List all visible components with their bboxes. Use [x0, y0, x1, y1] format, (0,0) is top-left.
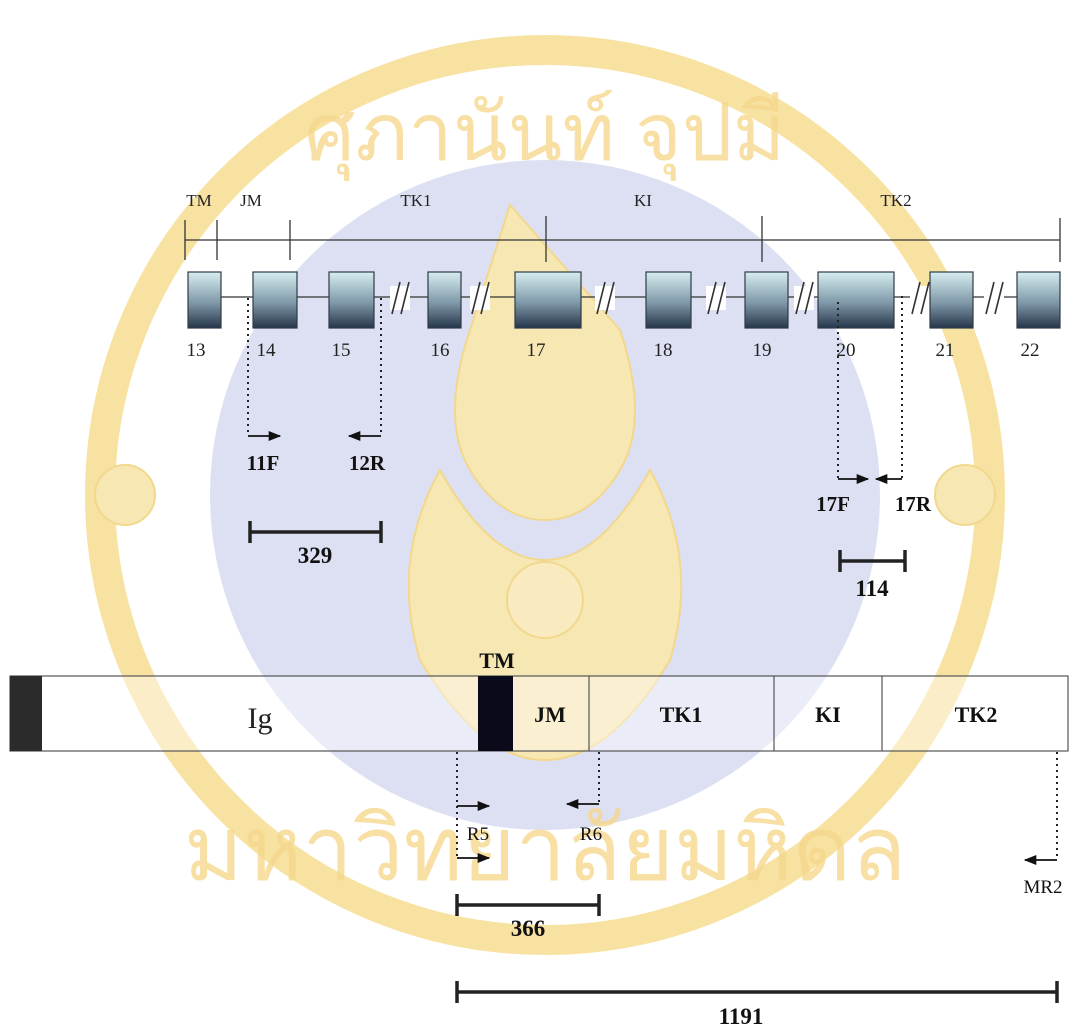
- exon-number: 20: [837, 340, 856, 361]
- primer-label-r5: R5: [467, 824, 489, 845]
- tm-block: [478, 676, 513, 751]
- product-bar-1191: [457, 981, 1057, 1003]
- protein-domain-tk1: TK1: [660, 702, 703, 727]
- protein-domain-ki: KI: [815, 702, 841, 727]
- gene-domain-label-tm: TM: [186, 191, 212, 210]
- exon-18: [646, 272, 691, 328]
- primer-label-12r: 12R: [349, 451, 386, 475]
- exon-number: 22: [1021, 340, 1040, 361]
- signal-peptide-block: [10, 676, 42, 751]
- product-size-329: 329: [298, 543, 333, 568]
- exon-15: [329, 272, 374, 328]
- product-size-114: 114: [855, 576, 889, 601]
- exon-19: [745, 272, 788, 328]
- exon-number: 15: [332, 340, 351, 361]
- gene-domain-label-tk1: TK1: [400, 191, 431, 210]
- protein-domain-tm: TM: [479, 648, 515, 673]
- primer-label-17f: 17F: [816, 492, 850, 516]
- exon-14: [253, 272, 297, 328]
- exon-number: 19: [753, 340, 772, 361]
- watermark-seal: ศุภานันท์ จุปมี มหาวิทยาลัยมหิดล: [95, 50, 995, 940]
- watermark-text-bottom: มหาวิทยาลัยมหิดล: [184, 801, 906, 900]
- protein-domain-jm: JM: [534, 702, 566, 727]
- exon-number: 18: [654, 340, 673, 361]
- gene-domain-label-tk2: TK2: [880, 191, 911, 210]
- exon-20: [818, 272, 894, 328]
- exon-17: [515, 272, 581, 328]
- product-size-366: 366: [511, 916, 546, 941]
- gene-domain-label-ki: KI: [634, 191, 652, 210]
- protein-domain-tk2: TK2: [955, 702, 998, 727]
- watermark-text-top: ศุภานันท์ จุปมี: [305, 89, 786, 181]
- gene-domain-label-jm: JM: [240, 191, 262, 210]
- primer-label-mr2: MR2: [1023, 877, 1062, 898]
- exon-number: 21: [936, 340, 955, 361]
- product-size-1191: 1191: [719, 1004, 764, 1029]
- exon-number: 14: [257, 340, 277, 361]
- exon-number: 17: [527, 340, 546, 361]
- exon-number: 16: [431, 340, 450, 361]
- exon-16: [428, 272, 461, 328]
- primer-label-r6: R6: [580, 824, 602, 845]
- exon-21: [930, 272, 973, 328]
- primer-label-17r: 17R: [895, 492, 932, 516]
- exon-22: [1017, 272, 1060, 328]
- protein-domain-ig: Ig: [248, 702, 273, 735]
- primer-label-11f: 11F: [247, 451, 280, 475]
- exon-13: [188, 272, 221, 328]
- exon-number: 13: [187, 340, 206, 361]
